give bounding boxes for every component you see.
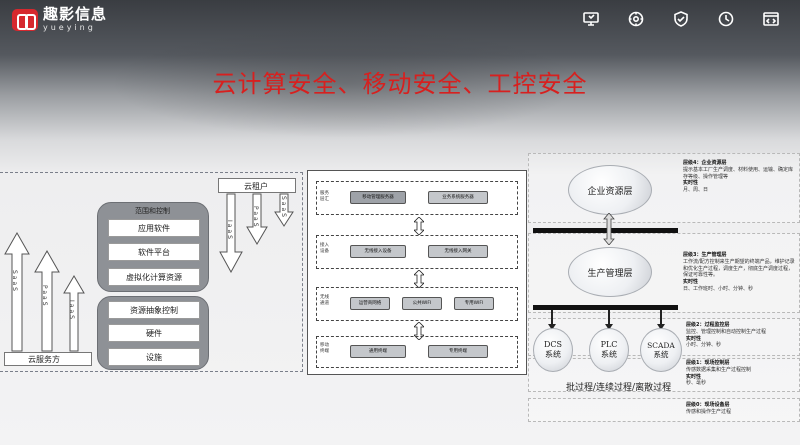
general-terminal: 通用终端	[350, 345, 406, 358]
bar-top	[533, 228, 678, 233]
iaas-down-arrow	[219, 193, 243, 273]
level1-desc: 传感数据采集和生产过程控制	[686, 366, 752, 373]
stack-item-resource-abstraction: 资源抽象控制	[108, 301, 200, 319]
level4-rt: 实时性	[683, 180, 699, 187]
control-scope-header: 范围和控制	[135, 207, 170, 215]
level1-rt-val: 秒、毫秒	[686, 380, 707, 387]
public-wifi: 公共WIFI	[402, 297, 442, 310]
refresh-icon[interactable]	[717, 10, 735, 28]
shield-check-icon[interactable]	[672, 10, 690, 28]
wireless-access-device: 无线接入设备	[350, 245, 406, 258]
enterprise-resource-node: 企业资源层	[568, 165, 652, 215]
saas-up-arrow	[4, 232, 30, 352]
scada-node: SCADA 系统	[640, 328, 682, 372]
iaas-arrow-label: IaaS	[68, 300, 75, 321]
service-layer	[316, 181, 518, 215]
code-window-icon[interactable]	[762, 10, 780, 28]
cloud-tenant-box	[218, 178, 296, 193]
level4-info: 层级4：企业资源层 提示基本工厂生产调度、材料使用、运输、确定库存等级、操作管理…	[683, 160, 795, 194]
double-arrow-3	[414, 322, 424, 340]
dcs-label: DCS 系统	[543, 340, 562, 359]
scada-label: SCADA 系统	[647, 341, 675, 359]
stack-item-virtual-compute: 虚拟化计算资源	[108, 268, 200, 286]
iaas-down-label: IaaS	[226, 220, 233, 241]
level3-info: 层级3：生产管理层 工作流/配方控制来生产期望的终端产品，维护记录和优化生产过程…	[683, 252, 795, 293]
level2-desc: 监控、管理控制和自动控制生产过程	[686, 328, 767, 335]
carrier-network: 运营商网络	[350, 297, 390, 310]
paas-up-arrow	[34, 250, 60, 352]
double-arrow-2	[414, 270, 424, 288]
arrow-to-plc	[605, 310, 613, 330]
stack-item-app-software: 应用软件	[108, 219, 200, 237]
dedicated-terminal: 专用终端	[428, 345, 488, 358]
iaas-up-arrow	[63, 275, 85, 352]
cloud-provider-box	[4, 352, 92, 366]
level1-title: 层级1：现场控制层	[686, 360, 730, 366]
level0-box	[528, 398, 800, 422]
production-management-node: 生产管理层	[568, 247, 652, 297]
gear-cog-icon[interactable]	[627, 10, 645, 28]
production-management-label: 生产管理层	[587, 268, 633, 279]
logo-subtitle: yueying	[43, 23, 96, 32]
business-server: 业务系统服务器	[428, 191, 488, 204]
double-arrow-1	[414, 217, 424, 235]
mobile-terminal-layer	[316, 336, 518, 368]
saas-arrow-label: SaaS	[11, 270, 18, 293]
plc-label: PLC 系统	[600, 340, 618, 359]
arrow-to-dcs	[548, 310, 556, 330]
private-wifi: 专用WIFI	[454, 297, 494, 310]
level0-title: 层级0：现场设备层	[686, 402, 730, 408]
bar-bottom	[533, 305, 678, 310]
mobile-mgmt-server: 移动管理服务器	[350, 191, 406, 204]
access-layer-name: 接入 设备	[320, 243, 329, 254]
arrow-to-scada	[657, 310, 665, 330]
paas-arrow-label: PaaS	[41, 285, 48, 308]
level2-title: 层级2：过程监控层	[686, 322, 730, 328]
access-layer	[316, 235, 518, 269]
level3-desc: 工作流/配方控制来生产期望的终端产品，维护记录和优化生产过程，调度生产，彻底生产…	[683, 258, 795, 279]
stack-item-hardware: 硬件	[108, 324, 200, 342]
service-layer-name: 服务 层汇	[320, 191, 329, 202]
left-dashed-frame	[0, 172, 303, 372]
stack-item-facilities: 设施	[108, 348, 200, 366]
level0-info: 层级0：现场设备层 传感和操作生产过程	[686, 402, 798, 416]
level2-rt-val: 小时、分钟、秒	[686, 342, 722, 349]
level1-info: 层级1：现场控制层 传感数据采集和生产过程控制 实时性 秒、毫秒	[686, 360, 798, 387]
saas-down-arrow	[274, 193, 294, 227]
plc-node: PLC 系统	[589, 328, 629, 372]
cloud-tenant-label: 云租户	[244, 182, 268, 191]
background-photo-shade	[110, 28, 580, 138]
process-label: 批过程/连续过程/离散过程	[566, 383, 672, 393]
level3-title: 层级3：生产管理层	[683, 252, 727, 258]
level3-rt-val: 日、工作班时、小时、分钟、秒	[683, 285, 754, 292]
paas-down-arrow	[246, 193, 268, 245]
vertical-double-arrow	[603, 213, 615, 245]
page-title: 云计算安全、移动安全、工控安全	[212, 70, 588, 98]
top-toolbar	[582, 10, 780, 28]
mobile-security-diagram: 服务 层汇 移动管理服务器 业务系统服务器 接入 设备 无线接入设备 无线接入网…	[307, 170, 527, 375]
saas-down-label: SaaS	[280, 196, 287, 219]
level0-desc: 传感和操作生产过程	[686, 408, 732, 415]
level3-rt: 实时性	[683, 279, 699, 285]
level2-rt: 实时性	[686, 335, 702, 342]
logo-mark-icon	[12, 8, 38, 31]
wireless-access-gateway: 无线接入网关	[428, 245, 488, 258]
wireless-channel-name: 无线 通道	[320, 295, 329, 306]
logo-name: 趣影信息	[43, 5, 108, 23]
level4-rt-val: 月、周、日	[683, 187, 709, 193]
level2-info: 层级2：过程监控层 监控、管理控制和自动控制生产过程 实时性 小时、分钟、秒	[686, 322, 798, 349]
cloud-provider-label: 云服务方	[28, 355, 60, 364]
level4-title: 层级4：企业资源层	[683, 160, 727, 166]
monitor-icon[interactable]	[582, 10, 600, 28]
wireless-channel-layer	[316, 287, 518, 321]
level4-desc: 提示基本工厂生产调度、材料使用、运输、确定库存等级、操作管理等	[683, 166, 794, 180]
logo[interactable]: 趣影信息 yueying	[12, 7, 107, 32]
stack-item-software-platform: 软件平台	[108, 243, 200, 261]
paas-down-label: PaaS	[252, 206, 259, 229]
level1-rt: 实时性	[686, 373, 702, 380]
enterprise-resource-label: 企业资源层	[587, 186, 633, 197]
mobile-terminal-name: 移动 终端	[320, 343, 329, 354]
dcs-node: DCS 系统	[533, 328, 573, 372]
